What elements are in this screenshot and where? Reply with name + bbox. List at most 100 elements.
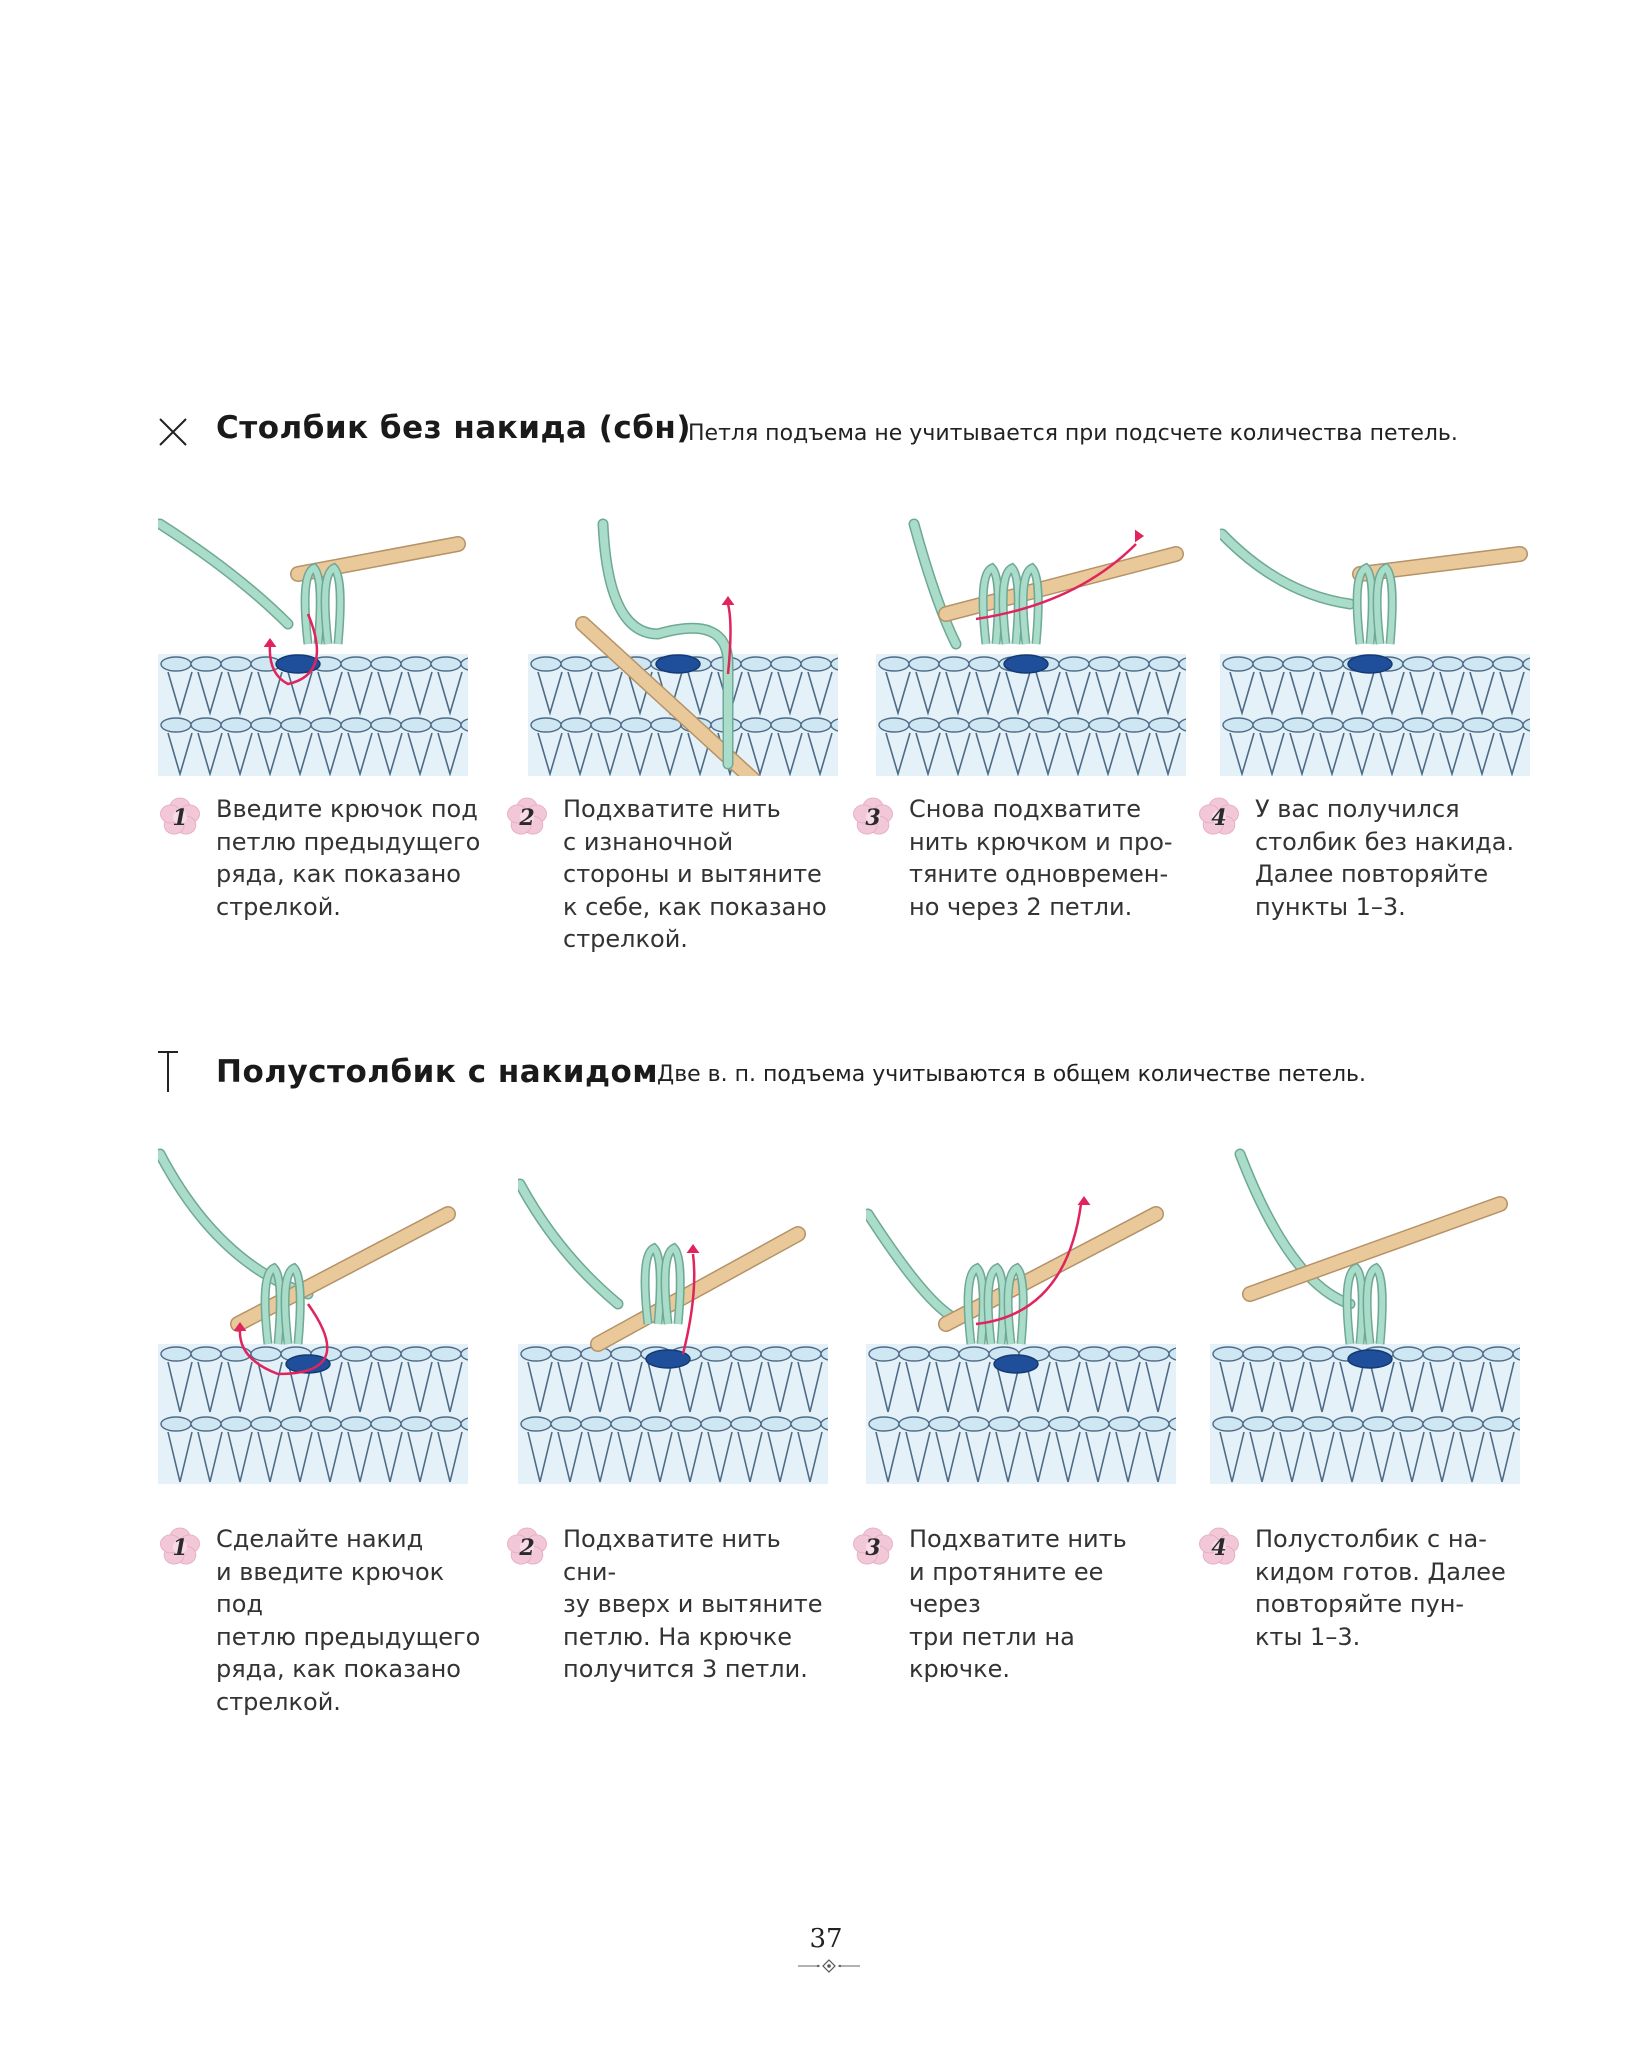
- yarn-strand: [1220, 530, 1354, 608]
- fabric-chain: [760, 1346, 792, 1362]
- fabric-chain: [1402, 717, 1434, 733]
- arrow-line: [238, 1303, 329, 1376]
- fabric-chain: [1242, 1346, 1274, 1362]
- arrow-line: [681, 1253, 696, 1355]
- fabric-stitch: [1409, 671, 1435, 716]
- fabric-chain: [998, 717, 1030, 733]
- fabric-chain: [340, 1346, 372, 1362]
- fabric-stitch: [807, 671, 833, 716]
- fabric-chain: [430, 717, 462, 733]
- fabric-stitch: [885, 671, 911, 716]
- fabric-chain: [1282, 717, 1314, 733]
- fabric-stitch: [197, 671, 223, 716]
- loop-strand: [1344, 1264, 1366, 1345]
- arrow-line: [975, 543, 1137, 621]
- fabric-chain: [878, 656, 910, 672]
- fabric-chain: [1058, 717, 1090, 733]
- fabric-chain: [400, 656, 432, 672]
- fabric-chain: [1058, 656, 1090, 672]
- fabric-stitch: [407, 1361, 433, 1413]
- fabric-stitch: [1229, 671, 1255, 716]
- fabric-chain: [1212, 1346, 1244, 1362]
- fabric-stitch: [657, 732, 683, 776]
- fabric-stitch: [287, 1431, 313, 1483]
- fabric-stitch: [647, 1431, 673, 1483]
- fabric-stitch: [257, 671, 283, 716]
- section-note: Петля подъема не учитывается при подсчет…: [688, 421, 1458, 446]
- fabric-stitch: [1499, 732, 1525, 776]
- fabric-chain: [620, 717, 652, 733]
- fabric-chain: [370, 717, 402, 733]
- step-number-badge-icon: 2: [507, 797, 547, 835]
- ornament-icon: [798, 1959, 860, 1973]
- worked-stitch: [645, 1349, 691, 1369]
- fabric-stitch: [1469, 732, 1495, 776]
- fabric-stitch: [1459, 1361, 1485, 1413]
- svg-text:1: 1: [172, 1535, 187, 1561]
- step-number-badge-icon: 3: [853, 1527, 893, 1565]
- fabric-stitch: [777, 732, 803, 776]
- fabric-chain: [770, 656, 802, 672]
- fabric-chain: [220, 656, 252, 672]
- fabric-stitch: [875, 1361, 901, 1413]
- svg-text:3: 3: [865, 1535, 880, 1561]
- loop-strand: [662, 1244, 684, 1325]
- fabric-chain: [1492, 656, 1524, 672]
- fabric-stitch: [527, 1431, 553, 1483]
- fabric-stitch: [1289, 671, 1315, 716]
- fabric-chain: [1492, 717, 1524, 733]
- fabric-stitch: [317, 1361, 343, 1413]
- fabric-stitch: [1499, 671, 1525, 716]
- fabric-chain: [1452, 1346, 1484, 1362]
- fabric-chain: [280, 1416, 312, 1432]
- fabric-chain: [190, 1416, 222, 1432]
- fabric-stitch: [347, 1361, 373, 1413]
- step-text: Полустолбик с на- кидом готов. Далее пов…: [1255, 1525, 1506, 1651]
- fabric-stitch: [1259, 671, 1285, 716]
- fabric-chain: [370, 656, 402, 672]
- worked-stitch: [275, 654, 321, 674]
- fabric-stitch: [767, 1431, 793, 1483]
- fabric-stitch: [317, 732, 343, 776]
- fabric-chain: [938, 656, 970, 672]
- step-illustration: [528, 518, 838, 776]
- fabric-chain: [1272, 1346, 1304, 1362]
- fabric-stitch: [1309, 1431, 1335, 1483]
- fabric-stitch: [1339, 1431, 1365, 1483]
- fabric-stitch: [227, 1361, 253, 1413]
- fabric-stitch: [1115, 1361, 1141, 1413]
- flower-petals: [1199, 797, 1239, 835]
- fabric-stitch: [797, 1361, 823, 1413]
- fabric-stitch: [407, 671, 433, 716]
- fabric-stitch: [1005, 671, 1031, 716]
- yarn-strand: [599, 520, 732, 768]
- fabric-stitch: [1259, 732, 1285, 776]
- step-text: Введите крючок под петлю предыдущего ряд…: [216, 795, 481, 921]
- fabric-stitch: [287, 1361, 313, 1413]
- fabric-stitch: [965, 1431, 991, 1483]
- step-illustration: [876, 518, 1186, 776]
- fabric-chain: [460, 718, 468, 732]
- fabric-chain: [1048, 1416, 1080, 1432]
- loop-strand: [1374, 564, 1396, 645]
- fabric-chain: [1512, 1417, 1520, 1431]
- fabric-chain: [460, 1347, 468, 1361]
- fabric-chain: [800, 656, 832, 672]
- fabric-chain: [400, 1416, 432, 1432]
- section-title: Полустолбик с накидом: [216, 1054, 659, 1090]
- fabric-stitch: [707, 1361, 733, 1413]
- fabric-chain: [958, 1346, 990, 1362]
- fabric-chain: [1342, 717, 1374, 733]
- yarn-strand: [518, 1180, 622, 1308]
- fabric-stitch: [1279, 1361, 1305, 1413]
- svg-text:2: 2: [518, 805, 534, 831]
- fabric-stitch: [347, 732, 373, 776]
- fabric-stitch: [227, 671, 253, 716]
- fabric-stitch: [377, 732, 403, 776]
- fabric-stitch: [915, 732, 941, 776]
- fabric-stitch: [347, 671, 373, 716]
- flower-petals: [1199, 1527, 1239, 1565]
- fabric-stitch: [1035, 671, 1061, 716]
- arrow-head: [1077, 1196, 1091, 1205]
- step-illustration: [1210, 1148, 1520, 1484]
